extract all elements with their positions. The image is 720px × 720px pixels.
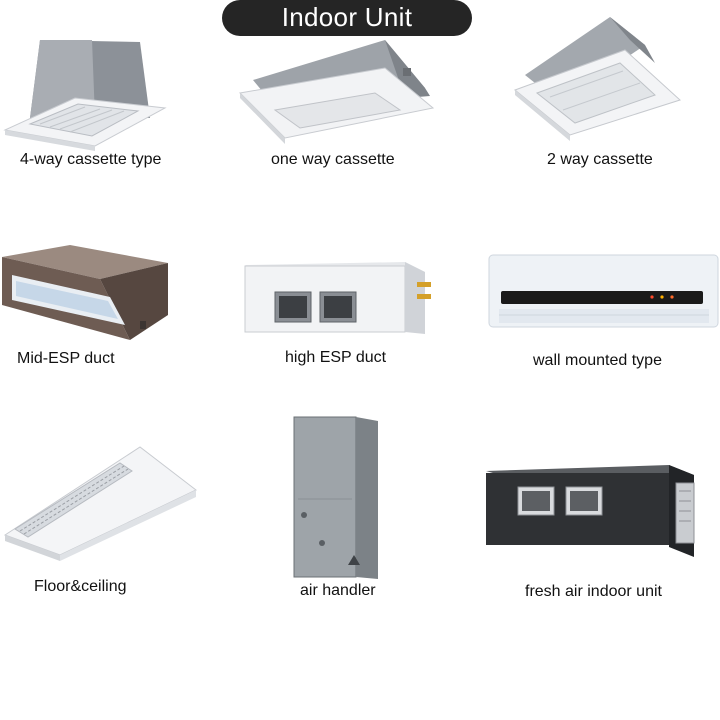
page-title: Indoor Unit bbox=[222, 0, 472, 36]
unit-label: Floor&ceiling bbox=[34, 578, 127, 595]
unit-card-high-esp-duct: high ESP duct bbox=[244, 262, 445, 377]
unit-card-4-way-cassette: 4-way cassette type bbox=[0, 38, 175, 168]
unit-label: air handler bbox=[300, 582, 376, 599]
unit-label: one way cassette bbox=[271, 151, 395, 168]
unit-card-fresh-air: fresh air indoor unit bbox=[484, 465, 710, 605]
unit-label: wall mounted type bbox=[533, 352, 662, 369]
mid-esp-duct-image bbox=[2, 245, 168, 340]
four-way-cassette-image bbox=[3, 40, 167, 151]
unit-label: 4-way cassette type bbox=[20, 151, 162, 168]
indicator-light bbox=[650, 295, 654, 299]
unit-label: high ESP duct bbox=[285, 349, 387, 366]
indicator-light bbox=[670, 295, 674, 299]
unit-card-floor-ceiling: Floor&ceiling bbox=[0, 445, 200, 605]
wall-mounted-image bbox=[488, 254, 719, 328]
floor-ceiling-image bbox=[3, 446, 197, 561]
one-way-cassette-image bbox=[238, 40, 435, 144]
high-esp-duct-image bbox=[244, 262, 431, 334]
unit-label: fresh air indoor unit bbox=[525, 583, 662, 600]
unit-card-air-handler: air handler bbox=[290, 415, 390, 605]
fresh-air-unit-image bbox=[486, 465, 695, 557]
unit-card-one-way-cassette: one way cassette bbox=[235, 38, 435, 168]
indicator-light bbox=[660, 295, 664, 299]
unit-card-wall-mounted: wall mounted type bbox=[487, 253, 720, 378]
unit-card-2-way-cassette: 2 way cassette bbox=[505, 15, 685, 168]
air-handler-image bbox=[293, 416, 378, 579]
unit-label: 2 way cassette bbox=[547, 151, 653, 168]
two-way-cassette-image bbox=[514, 17, 681, 141]
unit-label: Mid-ESP duct bbox=[17, 350, 115, 367]
unit-card-mid-esp-duct: Mid-ESP duct bbox=[0, 245, 175, 375]
